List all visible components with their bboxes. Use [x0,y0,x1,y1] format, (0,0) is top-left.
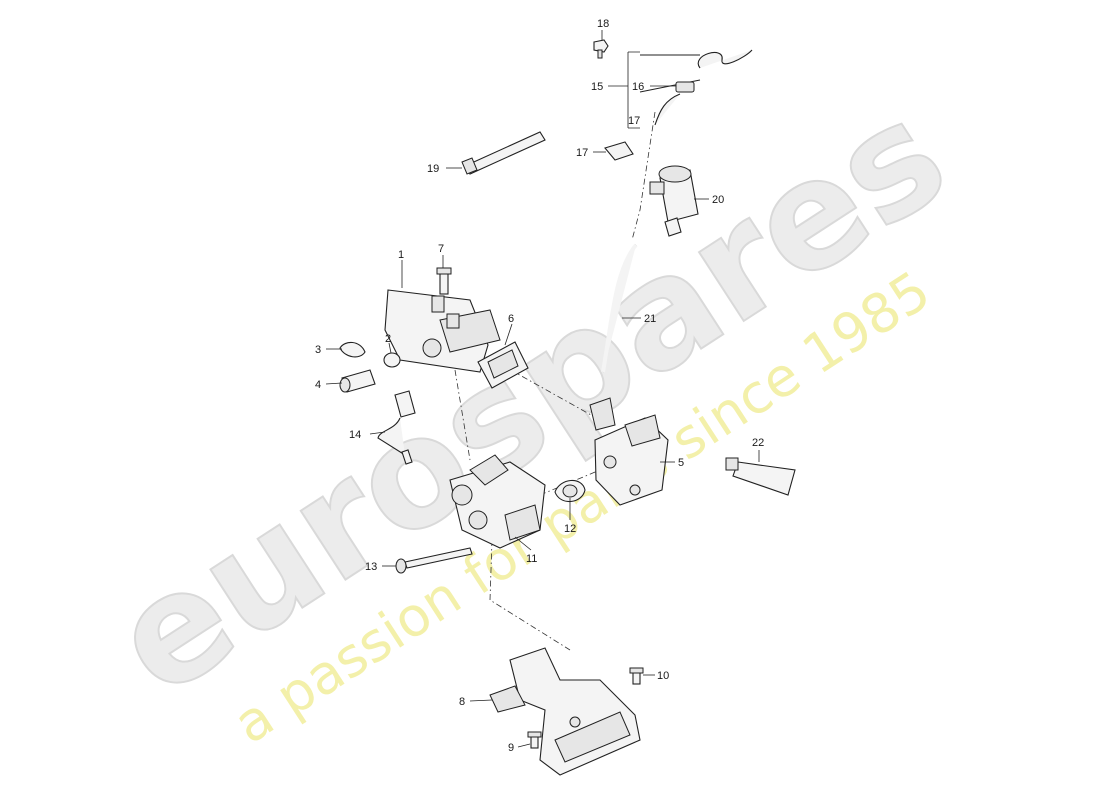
callout-14: 14 [349,429,361,441]
callout-11: 11 [526,553,537,565]
cable-tie [461,131,546,175]
callout-2: 2 [385,333,391,345]
leader-lines [325,30,760,748]
egr-valve [449,454,546,549]
screw-10 [629,667,644,685]
bolt-13 [395,547,473,574]
callout-15: 15 [591,81,603,93]
callout-8: 8 [459,696,465,708]
gasket-12 [554,479,586,503]
callout-13: 13 [365,561,377,573]
callout-3: 3 [315,344,321,356]
clamp-3 [339,341,366,358]
callout-4: 4 [315,379,321,391]
callout-17-upper: 17 [628,115,640,127]
sealant-tube [725,457,796,496]
mounting-bracket [489,647,641,776]
callout-9: 9 [508,742,514,754]
throttle-housing [589,397,669,506]
vacuum-hose [601,243,638,373]
callout-16: 16 [632,81,644,93]
pipe-4 [339,369,376,393]
seal-ring-2 [383,352,401,368]
solenoid-valve [649,165,699,237]
callout-5: 5 [678,457,684,469]
callout-10: 10 [657,670,669,682]
callout-7: 7 [438,243,444,255]
callout-20: 20 [712,194,724,206]
callout-labels: 1 2 3 4 5 6 7 8 9 10 11 12 13 14 15 16 1… [315,18,764,754]
watermark-logo: eurospares [85,68,975,730]
temperature-sensor [377,390,416,465]
callout-17-lower: 17 [576,147,588,159]
egr-cooler [384,289,501,373]
bolt-7 [436,267,452,295]
vacuum-hose-set [593,39,753,161]
callout-1: 1 [398,249,404,261]
callout-22: 22 [752,437,764,449]
callout-19: 19 [427,163,439,175]
gasket-6 [477,341,529,389]
callout-18: 18 [597,18,609,30]
callout-6: 6 [508,313,514,325]
callout-12: 12 [564,523,576,535]
screw-9 [527,731,542,749]
callout-21: 21 [644,313,656,325]
